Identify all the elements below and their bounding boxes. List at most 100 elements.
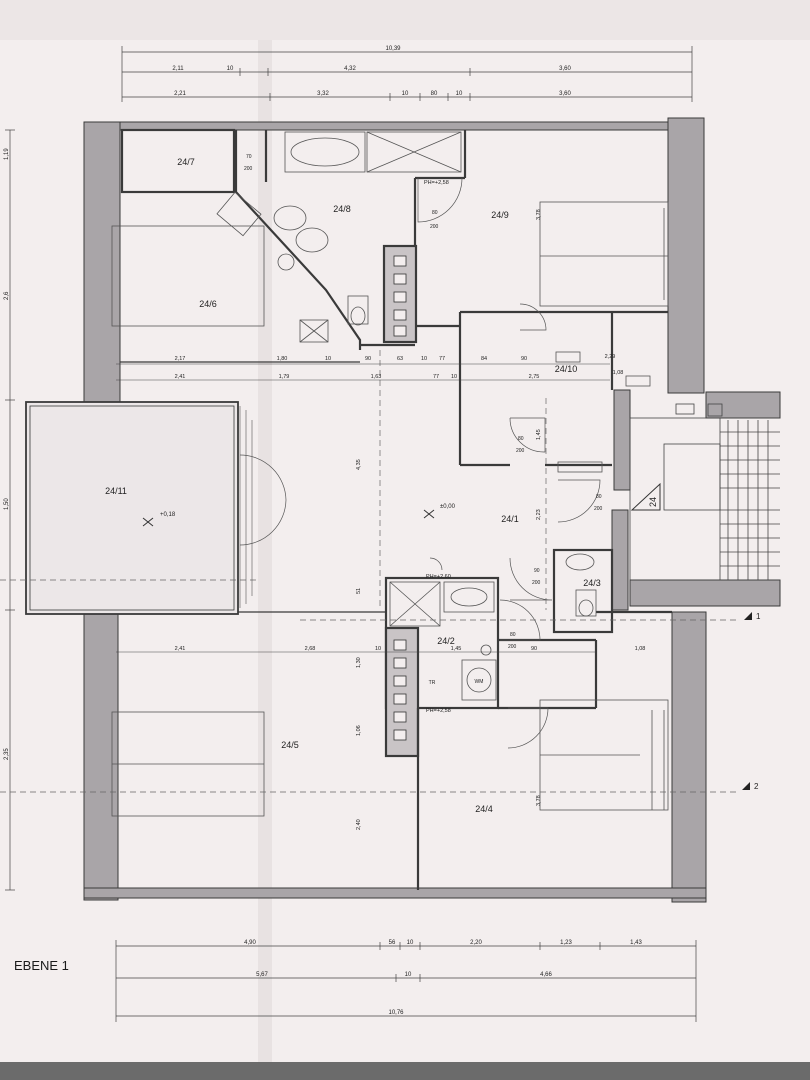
door-dim-24-7-w: 70 (246, 154, 252, 160)
dim-left-2: 2,6 (4, 291, 10, 300)
dim-vmid-1: 4,35 (356, 459, 362, 470)
terrace (25, 401, 287, 615)
dim-left-4: 2,35 (4, 748, 10, 760)
dim-mid2-c: 1,63 (371, 374, 382, 380)
dim-top-row3-e: 10 (456, 91, 463, 97)
section-lines (0, 350, 740, 793)
dim-mid1-b: 1,80 (277, 356, 288, 362)
dimension-lines-left (5, 129, 15, 891)
dim-top-total: 10,39 (385, 46, 401, 52)
dim-vmid-3: 1,30 (356, 657, 362, 668)
dim-vmid-5: 2,40 (356, 819, 362, 830)
doors (417, 177, 601, 749)
room-24-3: 24/3 (583, 578, 601, 588)
dim-low-f: 1,08 (635, 646, 646, 652)
room-24-4: 24/4 (475, 804, 493, 814)
dim-top-row2-d: 3,60 (559, 66, 571, 72)
level-ph-bottom: PH=+2,58 (426, 708, 451, 714)
outer-walls (83, 117, 781, 903)
dim-top-row2-c: 4,32 (344, 66, 356, 72)
door-dim-24-10-h: 200 (516, 448, 525, 454)
door-dim-stair-h: 200 (594, 506, 603, 512)
dim-bot2-a: 5,67 (256, 972, 268, 978)
dim-mid1-c: 10 (325, 356, 331, 362)
room-24-2: 24/2 (437, 636, 455, 646)
room-24-9: 24/9 (491, 210, 509, 220)
dim-bot1-d: 2,20 (470, 940, 482, 946)
dim-vmid-2: 51 (356, 588, 362, 594)
fixtures (111, 131, 669, 817)
fixture-wm: WM (475, 679, 484, 685)
dim-vright-1: 3,78 (536, 209, 542, 220)
dim-left-3: 1,50 (4, 498, 10, 510)
level-ph-mid: PH=+2,60 (426, 574, 451, 580)
dim-vright-4: 3,78 (536, 795, 542, 806)
dim-mid1-e: 63 (397, 356, 403, 362)
level-ph-top: PH=+2,58 (424, 180, 449, 186)
dim-mid2-a: 2,41 (175, 374, 186, 380)
dim-bot2-b: 10 (405, 972, 412, 978)
dim-top-row2-b: 10 (227, 66, 234, 72)
dim-mid1-i: 90 (521, 356, 527, 362)
dim-top-row3-d: 80 (431, 91, 438, 97)
level-title: EBENE 1 (14, 958, 69, 973)
paper-fold-vertical (258, 0, 272, 1080)
door-dim-24-9-w: 80 (432, 210, 438, 216)
dim-mid2-d: 77 (433, 374, 439, 380)
door-dim-24-7-h: 200 (244, 166, 253, 172)
dim-low-a: 2,41 (175, 646, 186, 652)
door-dim-24-3-w: 90 (534, 568, 540, 574)
level-main: ±0,00 (440, 504, 456, 510)
dim-top-row3-b: 3,32 (317, 91, 329, 97)
level-terrace: +0,18 (160, 512, 176, 518)
stair-label: 24 (648, 497, 658, 507)
dim-mid1-h: 84 (481, 356, 487, 362)
dim-mid2-g: 1,08 (613, 370, 624, 376)
shaft-vents (393, 255, 407, 741)
dim-low-e: 90 (531, 646, 537, 652)
room-24-6: 24/6 (199, 299, 217, 309)
dimension-lines-mid (116, 363, 610, 653)
door-dim-24-9-h: 200 (430, 224, 439, 230)
dim-mid1-d: 90 (365, 356, 371, 362)
dim-mid2-f: 2,75 (529, 374, 540, 380)
room-24-1: 24/1 (501, 514, 519, 524)
dim-top-row3-c: 10 (402, 91, 409, 97)
dimension-lines-top (121, 46, 693, 102)
door-dim-24-10-w: 80 (518, 436, 524, 442)
room-24-10: 24/10 (555, 364, 578, 374)
table-edge (0, 1062, 810, 1080)
room-24-11: 24/11 (105, 486, 127, 496)
dim-vmid-4: 1,06 (356, 725, 362, 736)
level-symbols (142, 509, 435, 527)
dim-bot1-b: 56 (389, 940, 396, 946)
dim-bot1-c: 10 (407, 940, 414, 946)
door-dim-24-3-h: 200 (532, 580, 541, 586)
room-24-7: 24/7 (177, 157, 195, 167)
dim-mid1-f: 10 (421, 356, 427, 362)
fixture-tr: TR (429, 680, 436, 686)
door-dim-24-2-h: 200 (508, 644, 517, 650)
section-mark-a: 1 (756, 612, 761, 621)
door-dim-24-2-w: 80 (510, 632, 516, 638)
dim-vright-2: 1,45 (536, 429, 542, 440)
dim-low-b: 2,68 (305, 646, 316, 652)
dim-top-row2-a: 2,11 (172, 66, 184, 72)
section-mark-a-arrow (744, 612, 752, 620)
dim-bot1-e: 1,23 (560, 940, 572, 946)
dim-bot2-c: 4,66 (540, 972, 552, 978)
dim-bot1-f: 1,43 (630, 940, 642, 946)
section-mark-b-arrow (742, 782, 750, 790)
dim-low-d: 1,45 (451, 646, 462, 652)
room-24-5: 24/5 (281, 740, 299, 750)
dim-low-c: 10 (375, 646, 381, 652)
dim-top-row3-f: 3,60 (559, 91, 571, 97)
dim-top-row3-a: 2,21 (174, 91, 186, 97)
dimension-lines-bottom (115, 940, 697, 1022)
door-dim-stair-w: 80 (596, 494, 602, 500)
interior-walls (118, 128, 672, 890)
dim-mid2-b: 1,79 (279, 374, 290, 380)
dim-mid2-e: 10 (451, 374, 457, 380)
dim-vright-3: 2,23 (536, 509, 542, 520)
dim-mid1-g: 77 (439, 356, 445, 362)
